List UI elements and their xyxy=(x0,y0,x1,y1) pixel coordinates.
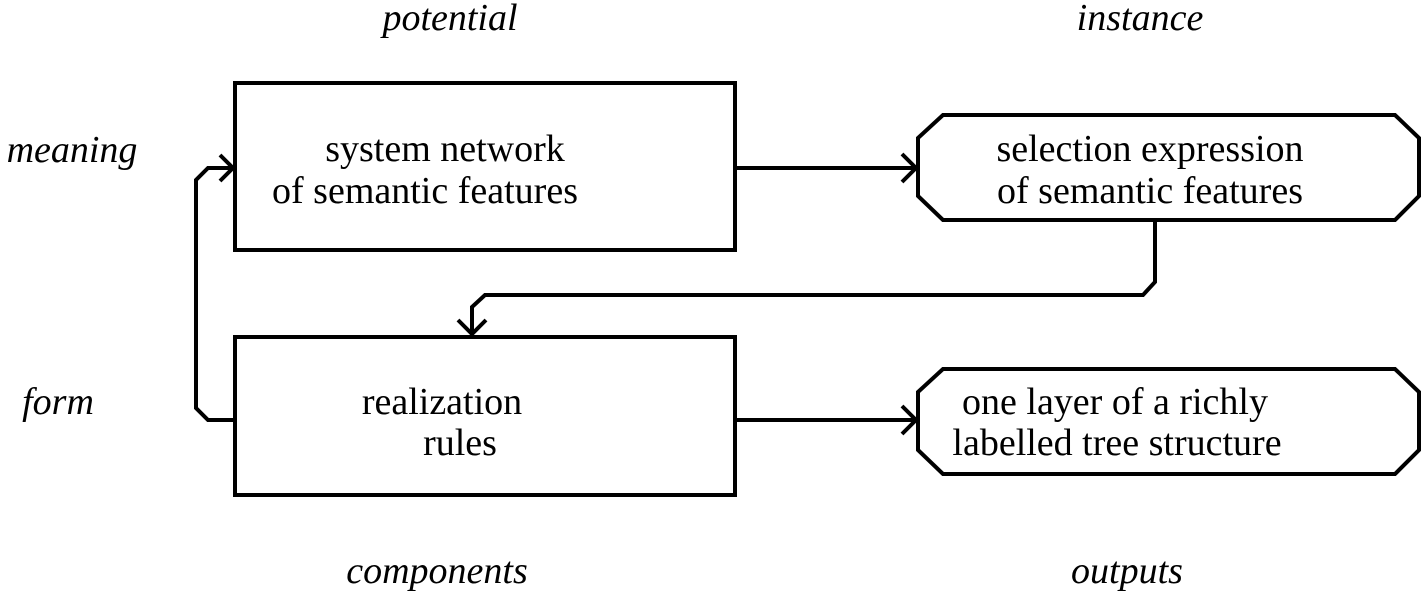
label-outputs: outputs xyxy=(1071,550,1183,592)
tree-structure-line2: labelled tree structure xyxy=(952,422,1281,464)
tree-structure-line1: one layer of a richly xyxy=(962,381,1268,423)
label-form: form xyxy=(22,381,94,423)
arrow-realization-to-tree xyxy=(735,404,919,436)
selection-expression-line2: of semantic features xyxy=(997,170,1303,212)
arrow-network-to-selection xyxy=(735,152,919,184)
label-meaning: meaning xyxy=(7,129,138,171)
arrow-realization-to-network xyxy=(194,153,236,422)
label-components: components xyxy=(346,550,528,592)
box-tree-structure xyxy=(916,367,1421,476)
label-instance: instance xyxy=(1077,0,1204,39)
label-potential: potential xyxy=(379,0,517,39)
box-realization-rules xyxy=(233,335,737,497)
box-selection-expression xyxy=(916,113,1421,222)
system-network-line1: system network xyxy=(325,128,565,170)
selection-expression-line1: selection expression xyxy=(996,128,1303,170)
realization-rules-line1: realization xyxy=(362,381,522,423)
arrow-selection-to-realization xyxy=(456,220,1157,337)
system-network-line2: of semantic features xyxy=(272,170,578,212)
realization-rules-line2: rules xyxy=(423,422,497,464)
